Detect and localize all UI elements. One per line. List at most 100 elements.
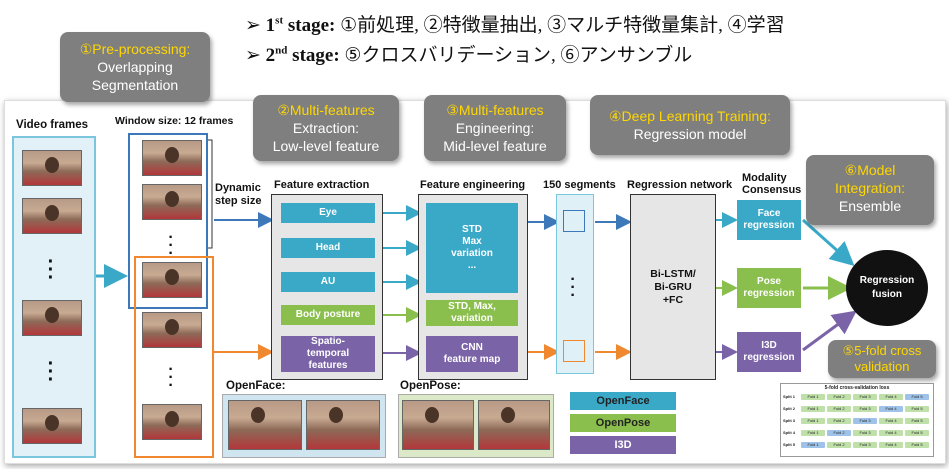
ellipsis-vertical-icon: ··· — [168, 361, 174, 394]
callout-extraction: ②Multi-features Extraction: Low-level fe… — [253, 95, 399, 161]
network-line3: +FC — [662, 293, 684, 306]
window-frame — [142, 140, 202, 176]
legend-openface: OpenFace — [570, 392, 676, 410]
step-size-label: step size — [215, 195, 262, 207]
callout-4-title: ④Deep Learning Training: — [609, 108, 771, 124]
cv-split-label: Split 3 — [783, 418, 796, 423]
face-line1: Face — [757, 208, 781, 219]
callout-integration: ⑥Model Integration: Ensemble — [806, 155, 934, 225]
spatio-temporal-box: Spatio- temporal features — [281, 336, 375, 372]
bi-lstm-network-box: Bi-LSTM/ Bi-GRU +FC — [630, 194, 716, 380]
segment-blue — [563, 210, 585, 232]
stage-2-ordinal: 2 — [265, 45, 276, 66]
callout-2-title: ②Multi-features — [277, 102, 375, 118]
cv-fold-cell: Fold 5 — [905, 430, 929, 436]
callout-1-title: ①Pre-processing: — [79, 41, 191, 57]
cv-fold-cell: Fold 5 — [905, 418, 929, 424]
i3d-regression-box: I3D regression — [737, 332, 801, 372]
video-frame — [22, 198, 82, 234]
openpose-label: OpenPose: — [400, 380, 461, 392]
cv-fold-cell: Fold 4 — [879, 430, 903, 436]
i3d-line1: I3D — [761, 340, 777, 351]
pose-regression-box: Pose regression — [737, 268, 801, 308]
fusion-line2: fusion — [872, 289, 902, 300]
body-posture-box: Body posture — [281, 305, 375, 325]
window-1-box — [128, 133, 208, 309]
cv-fold-cell: Fold 4 — [879, 442, 903, 448]
std-line2: Max — [462, 236, 482, 247]
openface-label: OpenFace: — [226, 380, 286, 392]
cv-fold-cell: Fold 3 — [853, 406, 877, 412]
body-stats-box: STD, Max, variation — [426, 300, 518, 326]
callout-preprocessing: ①Pre-processing: Overlapping Segmentatio… — [60, 32, 210, 102]
openface-sample-image — [306, 400, 380, 450]
stage-2-sup: nd — [275, 44, 288, 57]
spatio-line1: Spatio- — [311, 336, 345, 347]
body-stats-line1: STD, Max, — [448, 301, 496, 312]
face-line2: regression — [743, 220, 795, 231]
video-frame — [22, 300, 82, 336]
cv-fold-cell: Fold 4 — [879, 418, 903, 424]
window-size-label: Window size: 12 frames — [115, 115, 234, 127]
callout-3-line1: Engineering: — [455, 120, 535, 136]
ellipsis-vertical-icon: ··· — [47, 251, 55, 289]
consensus-label: Consensus — [742, 184, 802, 196]
callout-3-title: ③Multi-features — [446, 102, 544, 118]
face-regression-box: Face regression — [737, 200, 801, 240]
stage-1-text: ①前処理, ②特徴量抽出, ③マルチ特徴量集計, ④学習 — [340, 15, 785, 36]
cv-fold-cell: Fold 3 — [853, 394, 877, 400]
callout-4-line1: Regression model — [633, 126, 747, 142]
video-frame — [22, 150, 82, 186]
cv-fold-cell: Fold 4 — [879, 394, 903, 400]
pose-line1: Pose — [757, 276, 781, 287]
stage-1-label: stage: — [287, 15, 336, 36]
i3d-line2: regression — [743, 352, 795, 363]
cv-fold-cell: Fold 1 — [801, 406, 825, 412]
legend-openpose: OpenPose — [570, 414, 676, 432]
segment-orange — [563, 340, 585, 362]
bullet-arrow-icon: ➢ — [245, 15, 261, 36]
body-stats-line2: variation — [451, 313, 493, 324]
window-frame — [142, 312, 202, 348]
cv-split-label: Split 5 — [783, 442, 796, 447]
cv-fold-cell: Fold 3 — [853, 430, 877, 436]
cnn-line2: feature map — [443, 354, 501, 365]
cv-fold-cell: Fold 5 — [905, 406, 929, 412]
window-frame — [142, 184, 202, 220]
window-frame — [142, 404, 202, 440]
pose-line2: regression — [743, 288, 795, 299]
feature-extraction-label: Feature extraction — [274, 179, 370, 191]
window-2-box — [134, 256, 214, 458]
network-line1: Bi-LSTM/ — [650, 267, 696, 280]
openpose-sample-image — [402, 400, 474, 450]
callout-1-line2: Segmentation — [91, 77, 179, 93]
cv-fold-cell: Fold 1 — [801, 418, 825, 424]
head-feature-box: Head — [281, 238, 375, 258]
callout-training: ④Deep Learning Training: Regression mode… — [590, 95, 790, 155]
cv-fold-cell: Fold 5 — [905, 442, 929, 448]
network-line2: Bi-GRU — [654, 280, 692, 293]
cv-table-title: 5-fold cross-validation loss — [824, 385, 890, 391]
cv-fold-cell: Fold 4 — [879, 406, 903, 412]
dynamic-label: Dynamic — [215, 182, 261, 194]
cnn-feature-box: CNN feature map — [426, 336, 518, 372]
modality-label: Modality — [742, 172, 787, 184]
stage-1-line: ➢ 1st stage: ①前処理, ②特徴量抽出, ③マルチ特徴量集計, ④学… — [245, 10, 785, 37]
callout-5-line2: validation — [854, 359, 910, 374]
bullet-arrow-icon: ➢ — [245, 45, 261, 66]
stage-2-text: ⑤クロスバリデーション, ⑥アンサンブル — [344, 45, 693, 66]
callout-5-line1: ⑤5-fold cross — [842, 343, 922, 358]
spatio-line2: temporal — [306, 348, 350, 359]
segments-column — [556, 194, 594, 374]
cv-fold-cell: Fold 2 — [827, 430, 851, 436]
cnn-line1: CNN — [461, 342, 483, 353]
cv-fold-cell: Fold 1 — [801, 442, 825, 448]
cv-fold-cell: Fold 2 — [827, 406, 851, 412]
dynamic-step-label: Dynamic step size — [215, 182, 261, 208]
cv-fold-cell: Fold 1 — [801, 430, 825, 436]
ellipsis-vertical-icon: ··· — [570, 271, 576, 304]
ellipsis-vertical-icon: ··· — [168, 229, 174, 262]
callout-cross-validation: ⑤5-fold cross validation — [828, 340, 936, 378]
